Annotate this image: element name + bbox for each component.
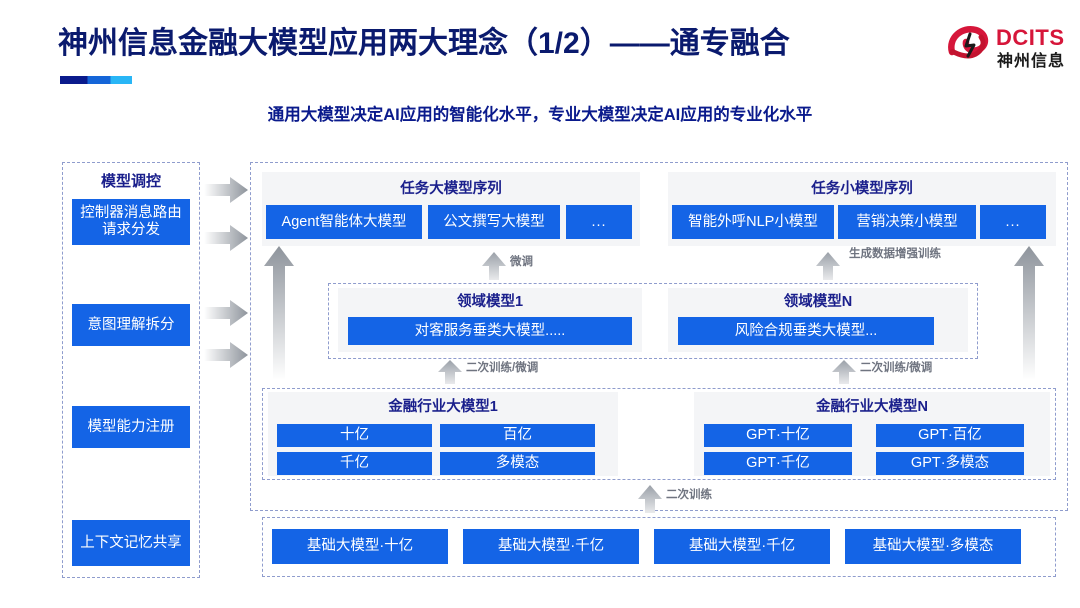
- domain-model-frame: [328, 283, 978, 359]
- arrow-label-data-augment: 生成数据增强训练: [849, 248, 941, 260]
- logo-latin-text: DCITS: [996, 25, 1065, 50]
- foundation-chip-1[interactable]: 基础大模型·千亿: [463, 529, 639, 564]
- control-item-2[interactable]: 模型能力注册: [72, 406, 190, 448]
- flow-arrow-up-retrain: [638, 485, 662, 518]
- domain-model-1-chip[interactable]: 对客服务垂类大模型.....: [348, 317, 632, 345]
- industry-model-n-chip-3[interactable]: GPT·多模态: [876, 452, 1024, 475]
- domain-model-1-title: 领域模型1: [456, 294, 524, 310]
- industry-model-frame: [262, 388, 1056, 480]
- control-item-1[interactable]: 意图理解拆分: [72, 304, 190, 346]
- industry-model-1-chip-2[interactable]: 千亿: [277, 452, 432, 475]
- industry-model-1-chip-1[interactable]: 百亿: [440, 424, 595, 447]
- page-title: 神州信息金融大模型应用两大理念（1/2）——通专融合: [58, 27, 790, 60]
- dcits-logo: DCITS 神州信息: [940, 18, 1068, 74]
- control-item-0[interactable]: 控制器消息路由请求分发: [72, 199, 190, 245]
- arrow-label-retrain: 二次训练: [666, 489, 712, 501]
- flow-arrow-up-finetune: [482, 252, 506, 285]
- flow-arrow-up-left-tall: [264, 246, 294, 385]
- industry-model-1-chip-3[interactable]: 多模态: [440, 452, 595, 475]
- industry-model-1-chip-0[interactable]: 十亿: [277, 424, 432, 447]
- dcits-swirl-icon: [948, 25, 989, 59]
- logo-chinese-text: 神州信息: [997, 51, 1065, 70]
- industry-model-n-title: 金融行业大模型N: [816, 399, 928, 415]
- arrow-label-retrain-finetune-2: 二次训练/微调: [860, 362, 933, 374]
- task-small-chip-2[interactable]: ...: [980, 205, 1046, 239]
- model-control-title: 模型调控: [100, 173, 161, 190]
- task-large-chip-0[interactable]: Agent智能体大模型: [266, 205, 422, 239]
- control-item-3[interactable]: 上下文记忆共享: [72, 520, 190, 566]
- industry-model-n-chip-1[interactable]: GPT·百亿: [876, 424, 1024, 447]
- task-small-chip-1[interactable]: 营销决策小模型: [838, 205, 976, 239]
- domain-model-n-title: 领域模型N: [783, 294, 853, 310]
- flow-arrow-right-1: [204, 225, 248, 256]
- industry-model-n-chip-2[interactable]: GPT·千亿: [704, 452, 852, 475]
- industry-model-1-title: 金融行业大模型1: [388, 399, 498, 415]
- arrow-label-retrain-finetune-1: 二次训练/微调: [466, 362, 539, 374]
- model-control-panel: [62, 162, 200, 578]
- flow-arrow-up-retrain-finetune-1: [438, 360, 462, 389]
- flow-arrow-right-2: [204, 300, 248, 331]
- domain-model-n-chip[interactable]: 风险合规垂类大模型...: [678, 317, 934, 345]
- page-subtitle: 通用大模型决定AI应用的智能化水平，专业大模型决定AI应用的专业化水平: [267, 106, 813, 124]
- flow-arrow-right-3: [204, 342, 248, 373]
- task-small-chip-0[interactable]: 智能外呼NLP小模型: [672, 205, 834, 239]
- task-large-chip-2[interactable]: ...: [566, 205, 632, 239]
- flow-arrow-up-data-augment: [816, 252, 840, 285]
- task-large-title: 任务大模型序列: [400, 181, 502, 197]
- task-small-title: 任务小模型序列: [811, 181, 913, 197]
- arrow-label-finetune: 微调: [510, 256, 533, 268]
- diagram-outer-frame: [250, 162, 1068, 511]
- flow-arrow-up-retrain-finetune-2: [832, 360, 856, 389]
- foundation-chip-0[interactable]: 基础大模型·十亿: [272, 529, 448, 564]
- foundation-chip-3[interactable]: 基础大模型·多模态: [845, 529, 1021, 564]
- foundation-model-frame: [262, 517, 1056, 577]
- flow-arrow-up-right-tall: [1014, 246, 1044, 385]
- flow-arrow-right-0: [204, 177, 248, 208]
- industry-model-n-chip-0[interactable]: GPT·十亿: [704, 424, 852, 447]
- task-large-chip-1[interactable]: 公文撰写大模型: [428, 205, 560, 239]
- title-underline-rule: [60, 76, 132, 84]
- foundation-chip-2[interactable]: 基础大模型·千亿: [654, 529, 830, 564]
